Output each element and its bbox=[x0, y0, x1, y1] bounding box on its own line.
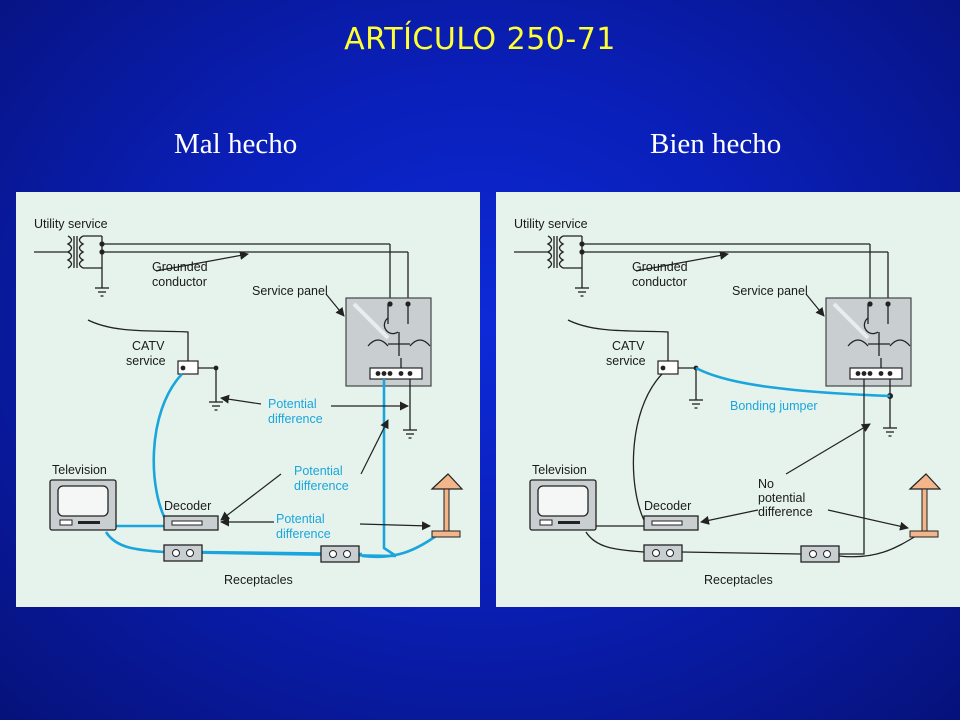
diagram-proper-svg: Utility service Grounded conductor Servi… bbox=[514, 217, 942, 587]
label-pd3-b: difference bbox=[276, 527, 331, 541]
receptacle-right-icon bbox=[320, 545, 360, 563]
label-catv: CATV bbox=[612, 339, 645, 353]
label-service-panel: Service panel bbox=[732, 284, 808, 298]
label-pd2-a: Potential bbox=[294, 464, 343, 478]
label-catv: CATV bbox=[132, 339, 165, 353]
label-grounded: Grounded bbox=[152, 260, 208, 274]
label-receptacles: Receptacles bbox=[704, 573, 773, 587]
diagram-improper: Utility service Grounded conductor Servi… bbox=[16, 192, 480, 607]
label-receptacles: Receptacles bbox=[224, 573, 293, 587]
television-icon bbox=[49, 479, 117, 531]
label-pd2-b: difference bbox=[294, 479, 349, 493]
label-television: Television bbox=[52, 463, 107, 477]
slide-title: ARTÍCULO 250-71 bbox=[344, 22, 616, 57]
label-utility-service: Utility service bbox=[34, 217, 108, 231]
receptacle-left-icon bbox=[643, 544, 683, 562]
transformer-icon bbox=[514, 235, 565, 269]
receptacle-left-icon bbox=[163, 544, 203, 562]
decoder-icon bbox=[643, 515, 699, 531]
catv-ground-block bbox=[657, 360, 703, 409]
label-utility-service: Utility service bbox=[514, 217, 588, 231]
ground-icon bbox=[95, 287, 109, 297]
label-difference: difference bbox=[758, 505, 813, 519]
decoder-icon bbox=[163, 515, 219, 531]
television-icon bbox=[529, 479, 597, 531]
label-decoder: Decoder bbox=[164, 499, 211, 513]
label-conductor: conductor bbox=[152, 275, 207, 289]
diagram-proper: Utility service Grounded conductor Servi… bbox=[496, 192, 960, 607]
ground-icon bbox=[575, 287, 589, 297]
catv-ground-block bbox=[177, 360, 223, 411]
transformer-icon bbox=[34, 235, 85, 269]
label-pd1-b: difference bbox=[268, 412, 323, 426]
label-grounded: Grounded bbox=[632, 260, 688, 274]
label-decoder: Decoder bbox=[644, 499, 691, 513]
label-pd1-a: Potential bbox=[268, 397, 317, 411]
heading-bien-hecho: Bien hecho bbox=[650, 128, 782, 160]
label-television: Television bbox=[532, 463, 587, 477]
label-pd3-a: Potential bbox=[276, 512, 325, 526]
service-panel bbox=[345, 297, 432, 387]
diagram-improper-svg: Utility service Grounded conductor Servi… bbox=[34, 217, 464, 587]
label-service: service bbox=[126, 354, 166, 368]
label-service-panel: Service panel bbox=[252, 284, 328, 298]
lamp-icon bbox=[430, 473, 464, 538]
wiring bbox=[585, 373, 917, 558]
heading-mal-hecho: Mal hecho bbox=[174, 128, 298, 160]
label-bonding-jumper: Bonding jumper bbox=[730, 399, 818, 413]
bonding-jumper-wire bbox=[695, 366, 891, 398]
receptacle-right-icon bbox=[800, 545, 840, 563]
label-conductor: conductor bbox=[632, 275, 687, 289]
service-panel bbox=[825, 297, 912, 387]
label-no: No bbox=[758, 477, 774, 491]
lamp-icon bbox=[908, 473, 942, 538]
label-potential: potential bbox=[758, 491, 805, 505]
label-service: service bbox=[606, 354, 646, 368]
